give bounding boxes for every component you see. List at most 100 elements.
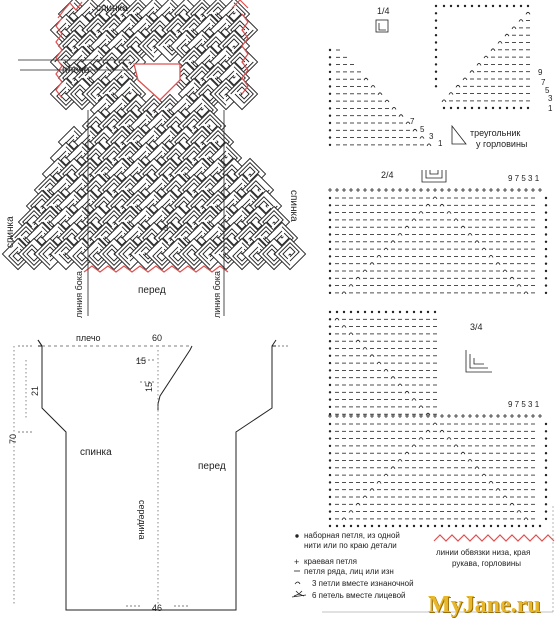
chart-symbols [328, 4, 548, 528]
chart-dot [328, 437, 332, 440]
chart-dot [398, 524, 402, 528]
chart-dot [328, 488, 332, 491]
chart-arc [446, 437, 452, 440]
chart-arc [511, 26, 517, 30]
chart-dot [454, 524, 458, 528]
chart-arc [504, 33, 510, 37]
chart-dot [412, 310, 416, 314]
chart-plus [405, 188, 409, 192]
chart-plus [461, 414, 465, 418]
q1-right-num-7: 7 [541, 78, 546, 87]
chart-dot [482, 524, 486, 528]
chart-plus [377, 188, 381, 192]
label-60: 60 [152, 333, 163, 343]
chart-arc [432, 196, 438, 200]
chart-dot [544, 204, 548, 207]
chart-arc [376, 255, 382, 258]
chart-plus [412, 414, 416, 418]
chart-arc [362, 269, 368, 273]
chart-plus [447, 414, 451, 418]
chart-dot [377, 524, 381, 528]
chart-plus [468, 188, 472, 192]
chart-arc [490, 48, 496, 51]
chart-dot [328, 99, 332, 103]
chart-arc [418, 437, 424, 440]
chart-arc [460, 225, 466, 229]
chart-dot [526, 106, 530, 110]
chart-arc [439, 203, 445, 207]
chart-arc [404, 390, 410, 394]
q2-numbers: 9 7 5 3 1 [508, 174, 540, 183]
chart-arc [404, 225, 410, 229]
chart-arc [376, 481, 382, 484]
chart-dot [544, 226, 548, 229]
chart-dot [434, 26, 438, 30]
chart-dot [328, 284, 332, 287]
chart-dot [434, 63, 438, 66]
chart-dot [328, 218, 332, 222]
chart-dot [370, 310, 374, 314]
chart-dot [328, 255, 332, 258]
chart-dot [491, 4, 495, 8]
chart-dot [544, 196, 548, 200]
chart-dot [328, 383, 332, 387]
chart-arc [481, 473, 487, 477]
chart-dot [328, 143, 332, 147]
chart-dot [491, 106, 495, 110]
chart-dot [489, 524, 493, 528]
chart-dot [526, 4, 530, 8]
chart-arc [341, 325, 347, 328]
chart-arc [348, 332, 354, 336]
chart-dot [456, 106, 460, 110]
chart-dot [384, 524, 388, 528]
chart-arc [418, 211, 424, 214]
chart-plus [384, 188, 388, 192]
chart-plus [356, 414, 360, 418]
q1-left-num-5: 5 [420, 125, 425, 134]
chart-dot [512, 106, 516, 110]
chart-dot [440, 524, 444, 528]
chart-arc [481, 247, 487, 251]
legend-red-zigzag [433, 534, 555, 542]
chart-arc [523, 517, 529, 521]
chart-dot [328, 466, 332, 469]
svg-text:+: + [294, 557, 299, 567]
chart-dot [544, 422, 548, 426]
chart-arc [462, 77, 468, 81]
chart-dot [328, 376, 332, 379]
neckline-outline [133, 63, 181, 101]
chart-dot [544, 488, 548, 491]
chart-arc [474, 240, 480, 243]
chart-dot [544, 255, 548, 258]
chart-arc [362, 347, 368, 350]
chart-plus [440, 188, 444, 192]
q3-numbers: 9 7 5 3 1 [508, 400, 540, 409]
front-neck-outline [157, 345, 193, 405]
chart-arc [516, 510, 522, 513]
chart-arc [390, 466, 396, 469]
chart-plus [433, 414, 437, 418]
chart-dot [433, 310, 437, 314]
chart-arc [525, 11, 531, 15]
chart-dot [519, 106, 523, 110]
chart-dot [328, 269, 332, 273]
chart-dot [328, 196, 332, 200]
chart-arc [411, 398, 417, 401]
red-zigzag-top-left [57, 1, 83, 19]
chart-arc [348, 284, 354, 287]
chart-plus [391, 188, 395, 192]
chart-dot [328, 204, 332, 207]
chart-arc [412, 128, 418, 132]
quarter-3-icon [465, 350, 492, 373]
chart-dot [434, 4, 438, 8]
chart-plus [538, 414, 542, 418]
chart-arc [418, 405, 424, 409]
chart-plus [510, 188, 514, 192]
chart-dot [544, 459, 548, 462]
red-zigzag-left [55, 17, 63, 99]
red-zigzag-top-right [231, 0, 249, 9]
quarter-2-icon [421, 170, 447, 183]
chart-dot [419, 310, 423, 314]
chart-dot [463, 106, 467, 110]
chart-arc [495, 262, 501, 265]
